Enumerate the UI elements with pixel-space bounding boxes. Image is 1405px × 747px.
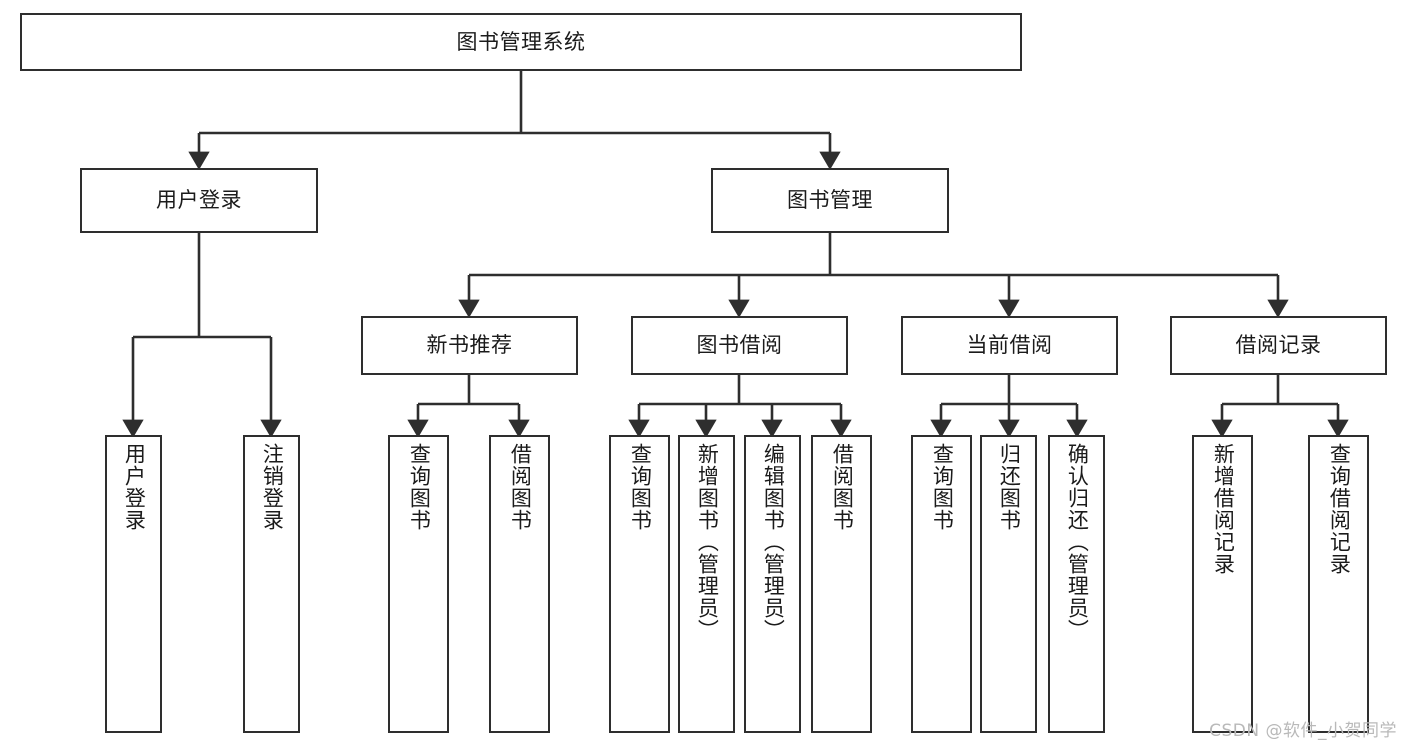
- leaf-user-login-login-label: 用户登录: [122, 443, 147, 531]
- node-borrow-record[interactable]: 借阅记录: [1170, 316, 1387, 375]
- leaf-current-borrow-query[interactable]: 查询图书: [911, 435, 972, 733]
- node-current-borrow-label: 当前借阅: [966, 333, 1053, 358]
- leaf-user-login-logout-label: 注销登录: [260, 443, 285, 531]
- leaf-book-borrow-query[interactable]: 查询图书: [609, 435, 670, 733]
- leaf-borrow-record-add[interactable]: 新增借阅记录: [1192, 435, 1253, 733]
- node-current-borrow[interactable]: 当前借阅: [901, 316, 1118, 375]
- leaf-user-login-login[interactable]: 用户登录: [105, 435, 162, 733]
- leaf-current-borrow-return-label: 归还图书: [997, 443, 1022, 531]
- node-root-book-management-system[interactable]: 图书管理系统: [20, 13, 1022, 71]
- node-book-borrow-label: 图书借阅: [696, 333, 783, 358]
- leaf-borrow-record-query[interactable]: 查询借阅记录: [1308, 435, 1369, 733]
- leaf-book-borrow-borrow[interactable]: 借阅图书: [811, 435, 872, 733]
- leaf-borrow-record-query-label: 查询借阅记录: [1327, 443, 1352, 575]
- leaf-book-borrow-query-label: 查询图书: [628, 443, 653, 531]
- node-book-borrow[interactable]: 图书借阅: [631, 316, 848, 375]
- leaf-borrow-record-add-label: 新增借阅记录: [1211, 443, 1236, 575]
- leaf-book-borrow-borrow-label: 借阅图书: [830, 443, 855, 531]
- leaf-book-borrow-add-label: 新增图书（管理员）: [695, 443, 720, 641]
- node-borrow-record-label: 借阅记录: [1235, 333, 1322, 358]
- leaf-book-borrow-edit-label: 编辑图书（管理员）: [761, 443, 786, 641]
- node-new-book-recommend-label: 新书推荐: [426, 333, 513, 358]
- leaf-current-borrow-query-label: 查询图书: [930, 443, 955, 531]
- node-book-management-label: 图书管理: [787, 188, 873, 213]
- leaf-current-borrow-confirm-return[interactable]: 确认归还（管理员）: [1048, 435, 1105, 733]
- node-root-label: 图书管理系统: [456, 29, 586, 54]
- leaf-book-borrow-add[interactable]: 新增图书（管理员）: [678, 435, 735, 733]
- leaf-user-login-logout[interactable]: 注销登录: [243, 435, 300, 733]
- leaf-current-borrow-confirm-return-label: 确认归还（管理员）: [1065, 443, 1090, 641]
- node-book-management[interactable]: 图书管理: [711, 168, 949, 233]
- node-user-login-label: 用户登录: [156, 188, 242, 213]
- leaf-new-book-borrow-label: 借阅图书: [508, 443, 533, 531]
- leaf-new-book-query[interactable]: 查询图书: [388, 435, 449, 733]
- leaf-current-borrow-return[interactable]: 归还图书: [980, 435, 1037, 733]
- leaf-new-book-query-label: 查询图书: [407, 443, 432, 531]
- node-user-login[interactable]: 用户登录: [80, 168, 318, 233]
- leaf-new-book-borrow[interactable]: 借阅图书: [489, 435, 550, 733]
- node-new-book-recommend[interactable]: 新书推荐: [361, 316, 578, 375]
- leaf-book-borrow-edit[interactable]: 编辑图书（管理员）: [744, 435, 801, 733]
